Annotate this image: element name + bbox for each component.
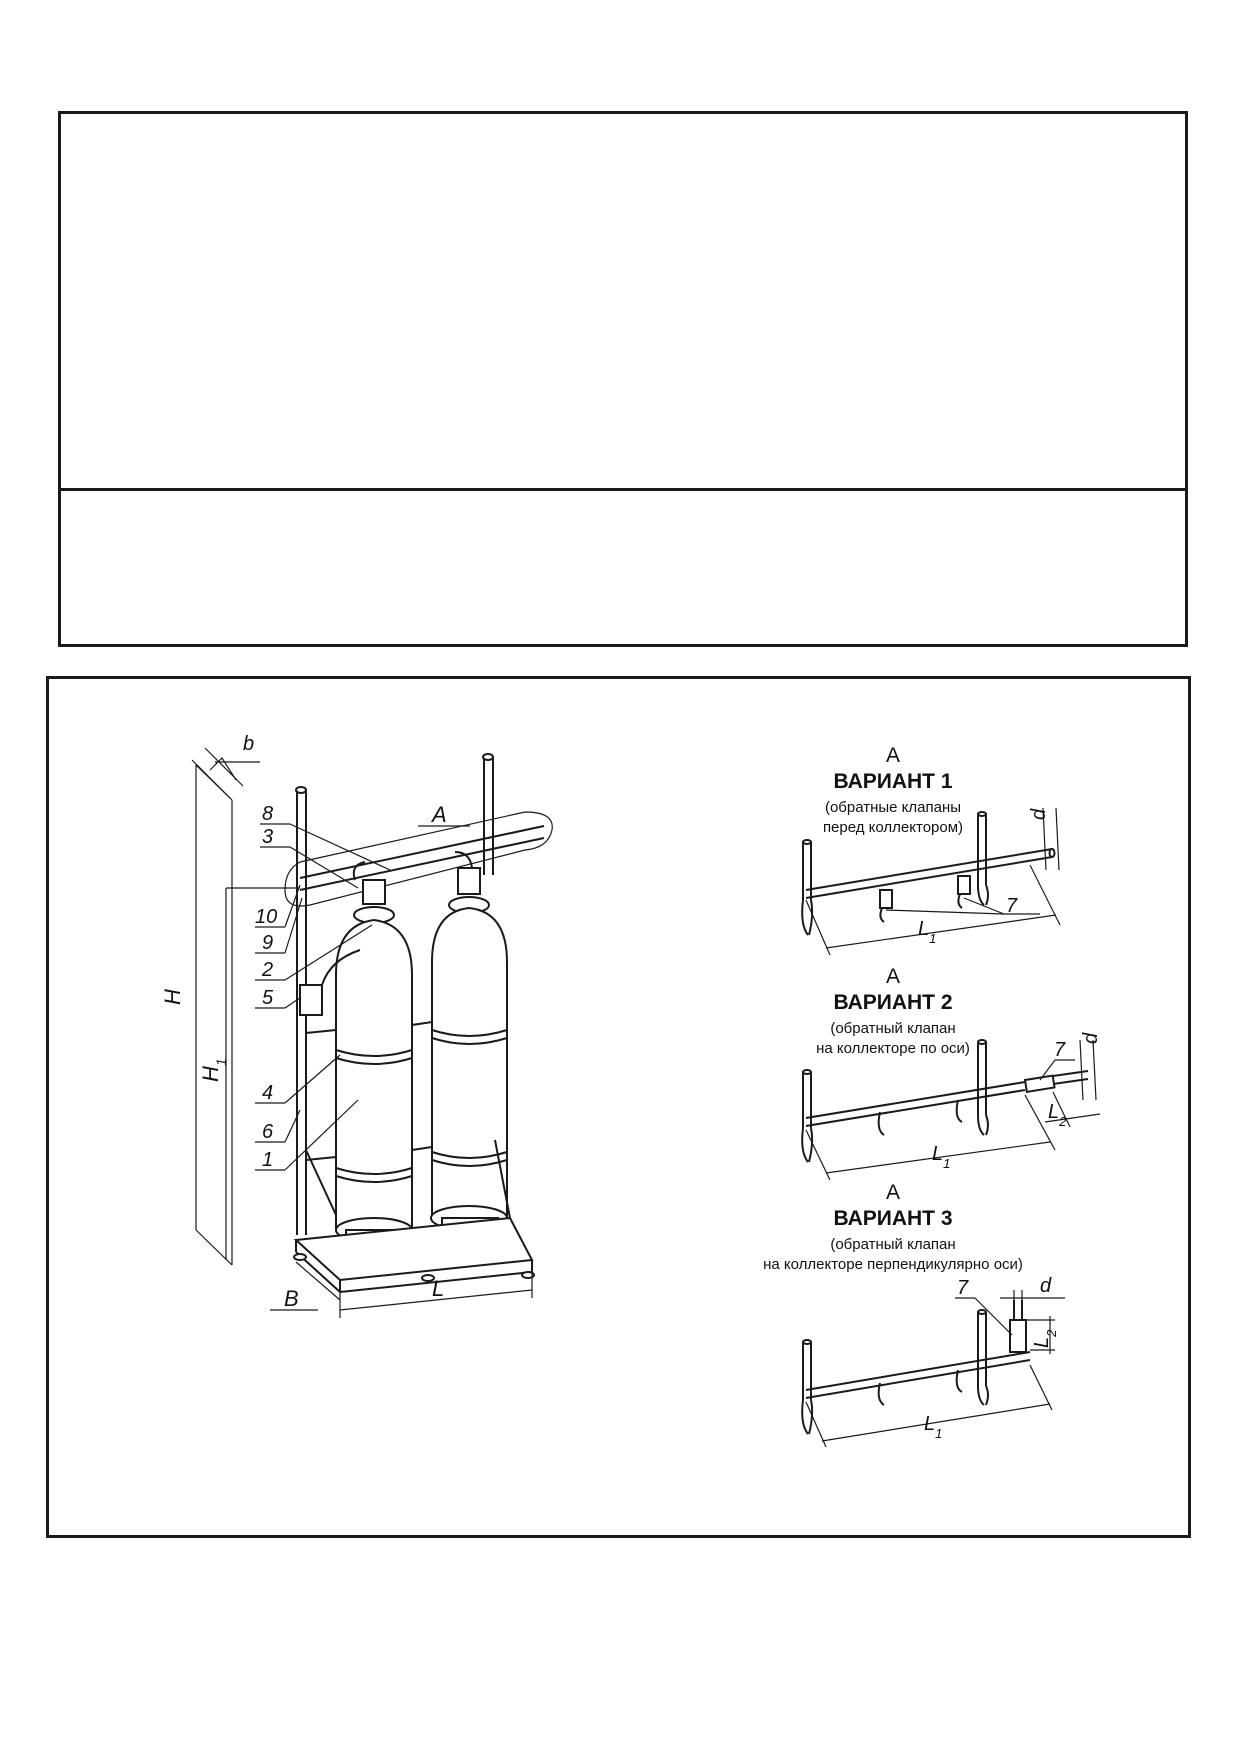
variant-1-dim-d: d xyxy=(1028,808,1050,820)
dim-B-label: B xyxy=(284,1286,299,1311)
variant-3-note-2: на коллекторе перпендикулярно оси) xyxy=(763,1256,1023,1273)
variant-2-L1-sub: 1 xyxy=(943,1156,950,1171)
variant-2-L1-base: L xyxy=(932,1143,943,1165)
cylinder-left xyxy=(335,918,413,1256)
cylinder-clamps xyxy=(305,1021,433,1161)
callout-8: 8 xyxy=(262,803,273,825)
callout-leaders xyxy=(255,823,391,1171)
dimension-b: b xyxy=(191,733,260,799)
variant-1-note-1: (обратные клапаны xyxy=(825,799,961,816)
variant-1-title: ВАРИАНТ 1 xyxy=(833,770,952,793)
drawing-frame xyxy=(46,676,1191,1538)
variant-1-dim-L1: L1 xyxy=(918,918,936,946)
variant-3-L2-sub: 2 xyxy=(1044,1329,1059,1338)
top-frame-divider xyxy=(58,488,1188,491)
variant-3-L2-base: L xyxy=(1031,1337,1053,1348)
callout-9: 9 xyxy=(262,932,273,954)
variant-3-note-1: (обратный клапан xyxy=(830,1236,955,1253)
callout-1: 1 xyxy=(262,1149,273,1171)
dim-H1-label: H1 xyxy=(198,1058,229,1082)
variant-2-dim-L1: L1 xyxy=(932,1143,950,1171)
dimension-L: L xyxy=(339,1272,533,1318)
callout-6: 6 xyxy=(262,1121,274,1143)
variant-3-letter: A xyxy=(886,1181,900,1204)
dim-L-label: L xyxy=(432,1276,444,1301)
callout-2: 2 xyxy=(261,959,273,981)
variant-2-L2-base: L xyxy=(1048,1101,1059,1123)
dim-H1-sub: 1 xyxy=(213,1058,229,1066)
dim-b-label: b xyxy=(243,733,254,755)
variant-3: A ВАРИАНТ 3 (обратный клапан на коллекто… xyxy=(763,1181,1065,1448)
variant-1-L1-base: L xyxy=(918,918,929,940)
variant-2-callout-7: 7 xyxy=(1054,1039,1066,1061)
cylinder-right xyxy=(430,906,508,1243)
variant-3-dim-L1: L1 xyxy=(924,1413,942,1441)
collector-pipe: A xyxy=(284,802,553,907)
variant-1-letter: A xyxy=(886,744,900,767)
variant-2-note-2: на коллекторе по оси) xyxy=(816,1040,970,1057)
variant-2-dim-L2: L2 xyxy=(1048,1101,1067,1129)
variant-3-callout-7: 7 xyxy=(957,1277,969,1299)
main-assembly-view: b H H1 xyxy=(160,733,553,1318)
callout-10: 10 xyxy=(255,906,277,928)
variant-2: A ВАРИАНТ 2 (обратный клапан на коллекто… xyxy=(801,965,1102,1181)
dimension-H1: H1 xyxy=(198,887,300,1260)
variant-3-L1-sub: 1 xyxy=(935,1426,942,1441)
dimension-H: H xyxy=(160,764,233,1266)
variant-1: A ВАРИАНТ 1 (обратные клапаны перед колл… xyxy=(801,744,1061,956)
variant-1-L1-sub: 1 xyxy=(929,931,936,946)
variant-3-dim-L2: L2 xyxy=(1031,1329,1059,1348)
variant-3-assembly xyxy=(801,1300,1031,1435)
variant-1-callout-7: 7 xyxy=(1006,895,1018,917)
variant-1-note-2: перед коллектором) xyxy=(823,819,963,836)
dim-H-label: H xyxy=(160,989,185,1005)
top-frame xyxy=(58,111,1188,647)
variant-3-L1-base: L xyxy=(924,1413,935,1435)
variant-2-L2-sub: 2 xyxy=(1058,1114,1067,1129)
control-box xyxy=(299,949,361,1016)
dimension-B: B xyxy=(270,1261,341,1311)
dim-H1-base: H xyxy=(198,1066,223,1082)
variant-2-title: ВАРИАНТ 2 xyxy=(833,991,952,1014)
callout-4: 4 xyxy=(262,1082,273,1104)
variant-3-title: ВАРИАНТ 3 xyxy=(833,1207,952,1230)
variant-2-assembly xyxy=(801,1039,1089,1163)
view-A-label: A xyxy=(430,802,447,827)
base-frame xyxy=(293,1139,535,1293)
callout-5: 5 xyxy=(262,987,274,1009)
variant-2-letter: A xyxy=(886,965,900,988)
right-frame-post xyxy=(482,753,494,875)
callout-3: 3 xyxy=(262,826,273,848)
variant-2-dim-d: d xyxy=(1080,1032,1102,1044)
variant-1-assembly xyxy=(801,811,1056,936)
variant-2-note-1: (обратный клапан xyxy=(830,1020,955,1037)
variant-3-dim-d: d xyxy=(1040,1275,1052,1297)
